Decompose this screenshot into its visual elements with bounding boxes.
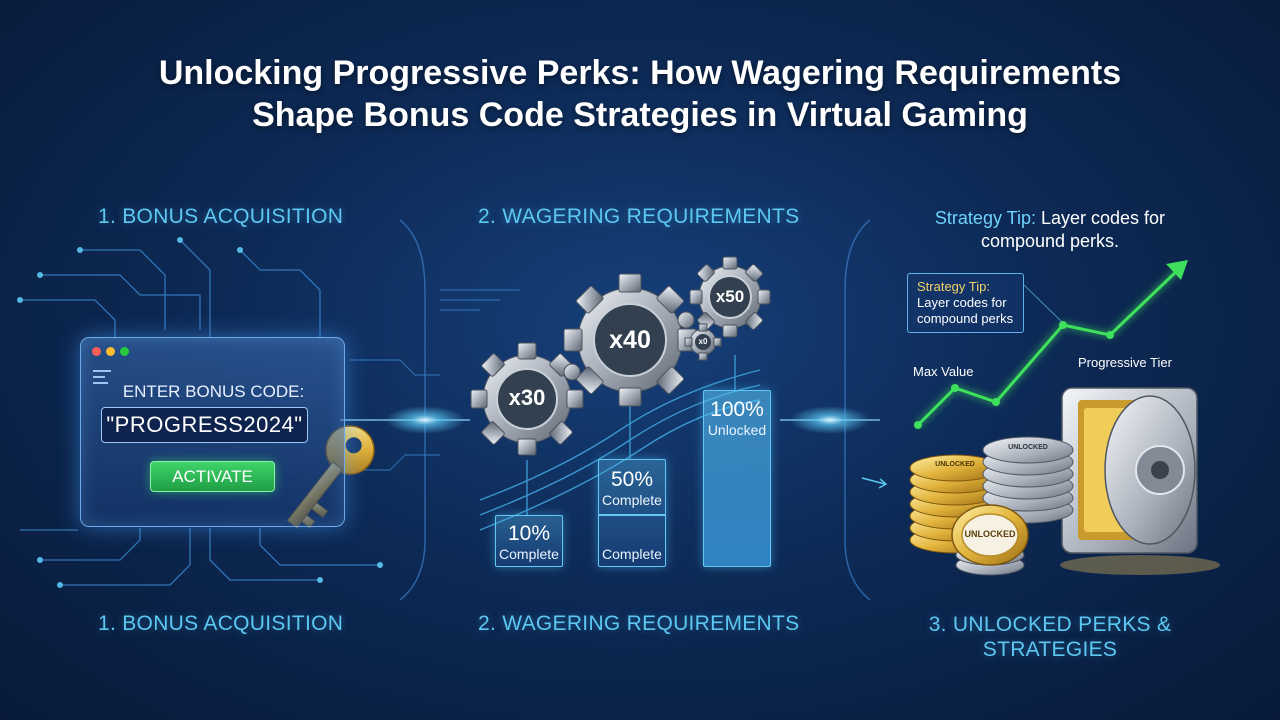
section-label-unlocked: 3. UNLOCKED PERKS & STRATEGIES [900, 612, 1200, 662]
window-minimize-dot [106, 347, 115, 356]
section-label-wagering-bottom: 2. WAGERING REQUIREMENTS [478, 612, 800, 635]
gear-x30-shape [470, 342, 584, 456]
max-value-label: Max Value [913, 364, 974, 379]
gear-x30-label: x30 [508, 385, 546, 410]
title-line-2: Shape Bonus Code Strategies in Virtual G… [252, 96, 1028, 134]
section-label-acquisition-top: 1. BONUS ACQUISITION [98, 205, 344, 228]
chip-back-right-label: UNLOCKED [1008, 444, 1048, 451]
title-line-1: Unlocking Progressive Perks: How Wagerin… [158, 54, 1122, 92]
progress-50-percent: 50% [610, 468, 654, 491]
spark-connectors [340, 406, 888, 489]
menu-lines-icon [93, 370, 111, 384]
strategy-tip-box-title: Strategy Tip: [917, 279, 990, 294]
bonus-code-window: ENTER BONUS CODE: "PROGRESS2024" ACTIVAT… [80, 337, 345, 527]
progress-10-status: Complete [499, 546, 559, 562]
bonus-code-input[interactable]: "PROGRESS2024" [101, 407, 308, 443]
circuit-traces-right [350, 289, 520, 471]
section-label-wagering-top: 2. WAGERING REQUIREMENTS [478, 205, 800, 228]
window-close-dot [92, 347, 101, 356]
progress-50-status: Complete [602, 492, 662, 508]
progress-bar-50-divider [598, 514, 666, 516]
window-maximize-dot [120, 347, 129, 356]
strategy-tip-box-line1: Layer codes for [917, 295, 1007, 310]
progress-bar-100 [703, 390, 771, 567]
circuit-traces-left [20, 239, 380, 586]
progress-100-percent: 100% [710, 398, 764, 421]
gear-small-shape [563, 311, 722, 381]
section-label-unlocked-line1: 3. UNLOCKED PERKS & [928, 613, 1172, 636]
progress-bar-50 [598, 459, 666, 567]
chip-stacks [909, 436, 1074, 576]
section-label-unlocked-line2: STRATEGIES [982, 638, 1118, 661]
strategy-tip-line2: compound perks. [980, 231, 1120, 251]
progress-100-status: Unlocked [707, 422, 767, 438]
strategy-tip-box: Strategy Tip: Layer codes for compound p… [907, 273, 1024, 333]
section-label-acquisition-bottom: 1. BONUS ACQUISITION [98, 612, 344, 635]
strategy-tip-rest: Layer codes for [1035, 208, 1166, 228]
gear-small-label: x0 [698, 337, 708, 346]
activate-button[interactable]: ACTIVATE [150, 461, 275, 492]
gear-x50-shape [689, 256, 771, 338]
gear-x50-label: x50 [715, 287, 745, 306]
chip-front-label: UNLOCKED [964, 529, 1016, 539]
gear-x40-label: x40 [609, 326, 651, 354]
strategy-tip-box-line2: compound perks [917, 311, 1014, 326]
bonus-code-label: ENTER BONUS CODE: [122, 382, 305, 401]
progress-bar-10 [495, 515, 563, 567]
page-title: Unlocking Progressive Perks: How Wagerin… [90, 52, 1190, 136]
progress-50-bottom-status: Complete [602, 546, 662, 562]
chip-back-left-label: UNLOCKED [935, 461, 975, 468]
trend-line [914, 260, 1188, 429]
progressive-tier-label: Progressive Tier [1078, 355, 1172, 370]
progress-10-percent: 10% [507, 522, 551, 545]
vault-shape [1060, 387, 1220, 575]
strategy-tip-heading: Strategy Tip: Layer codes for compound p… [905, 207, 1195, 253]
strategy-tip-prefix: Strategy Tip: [934, 208, 1036, 228]
